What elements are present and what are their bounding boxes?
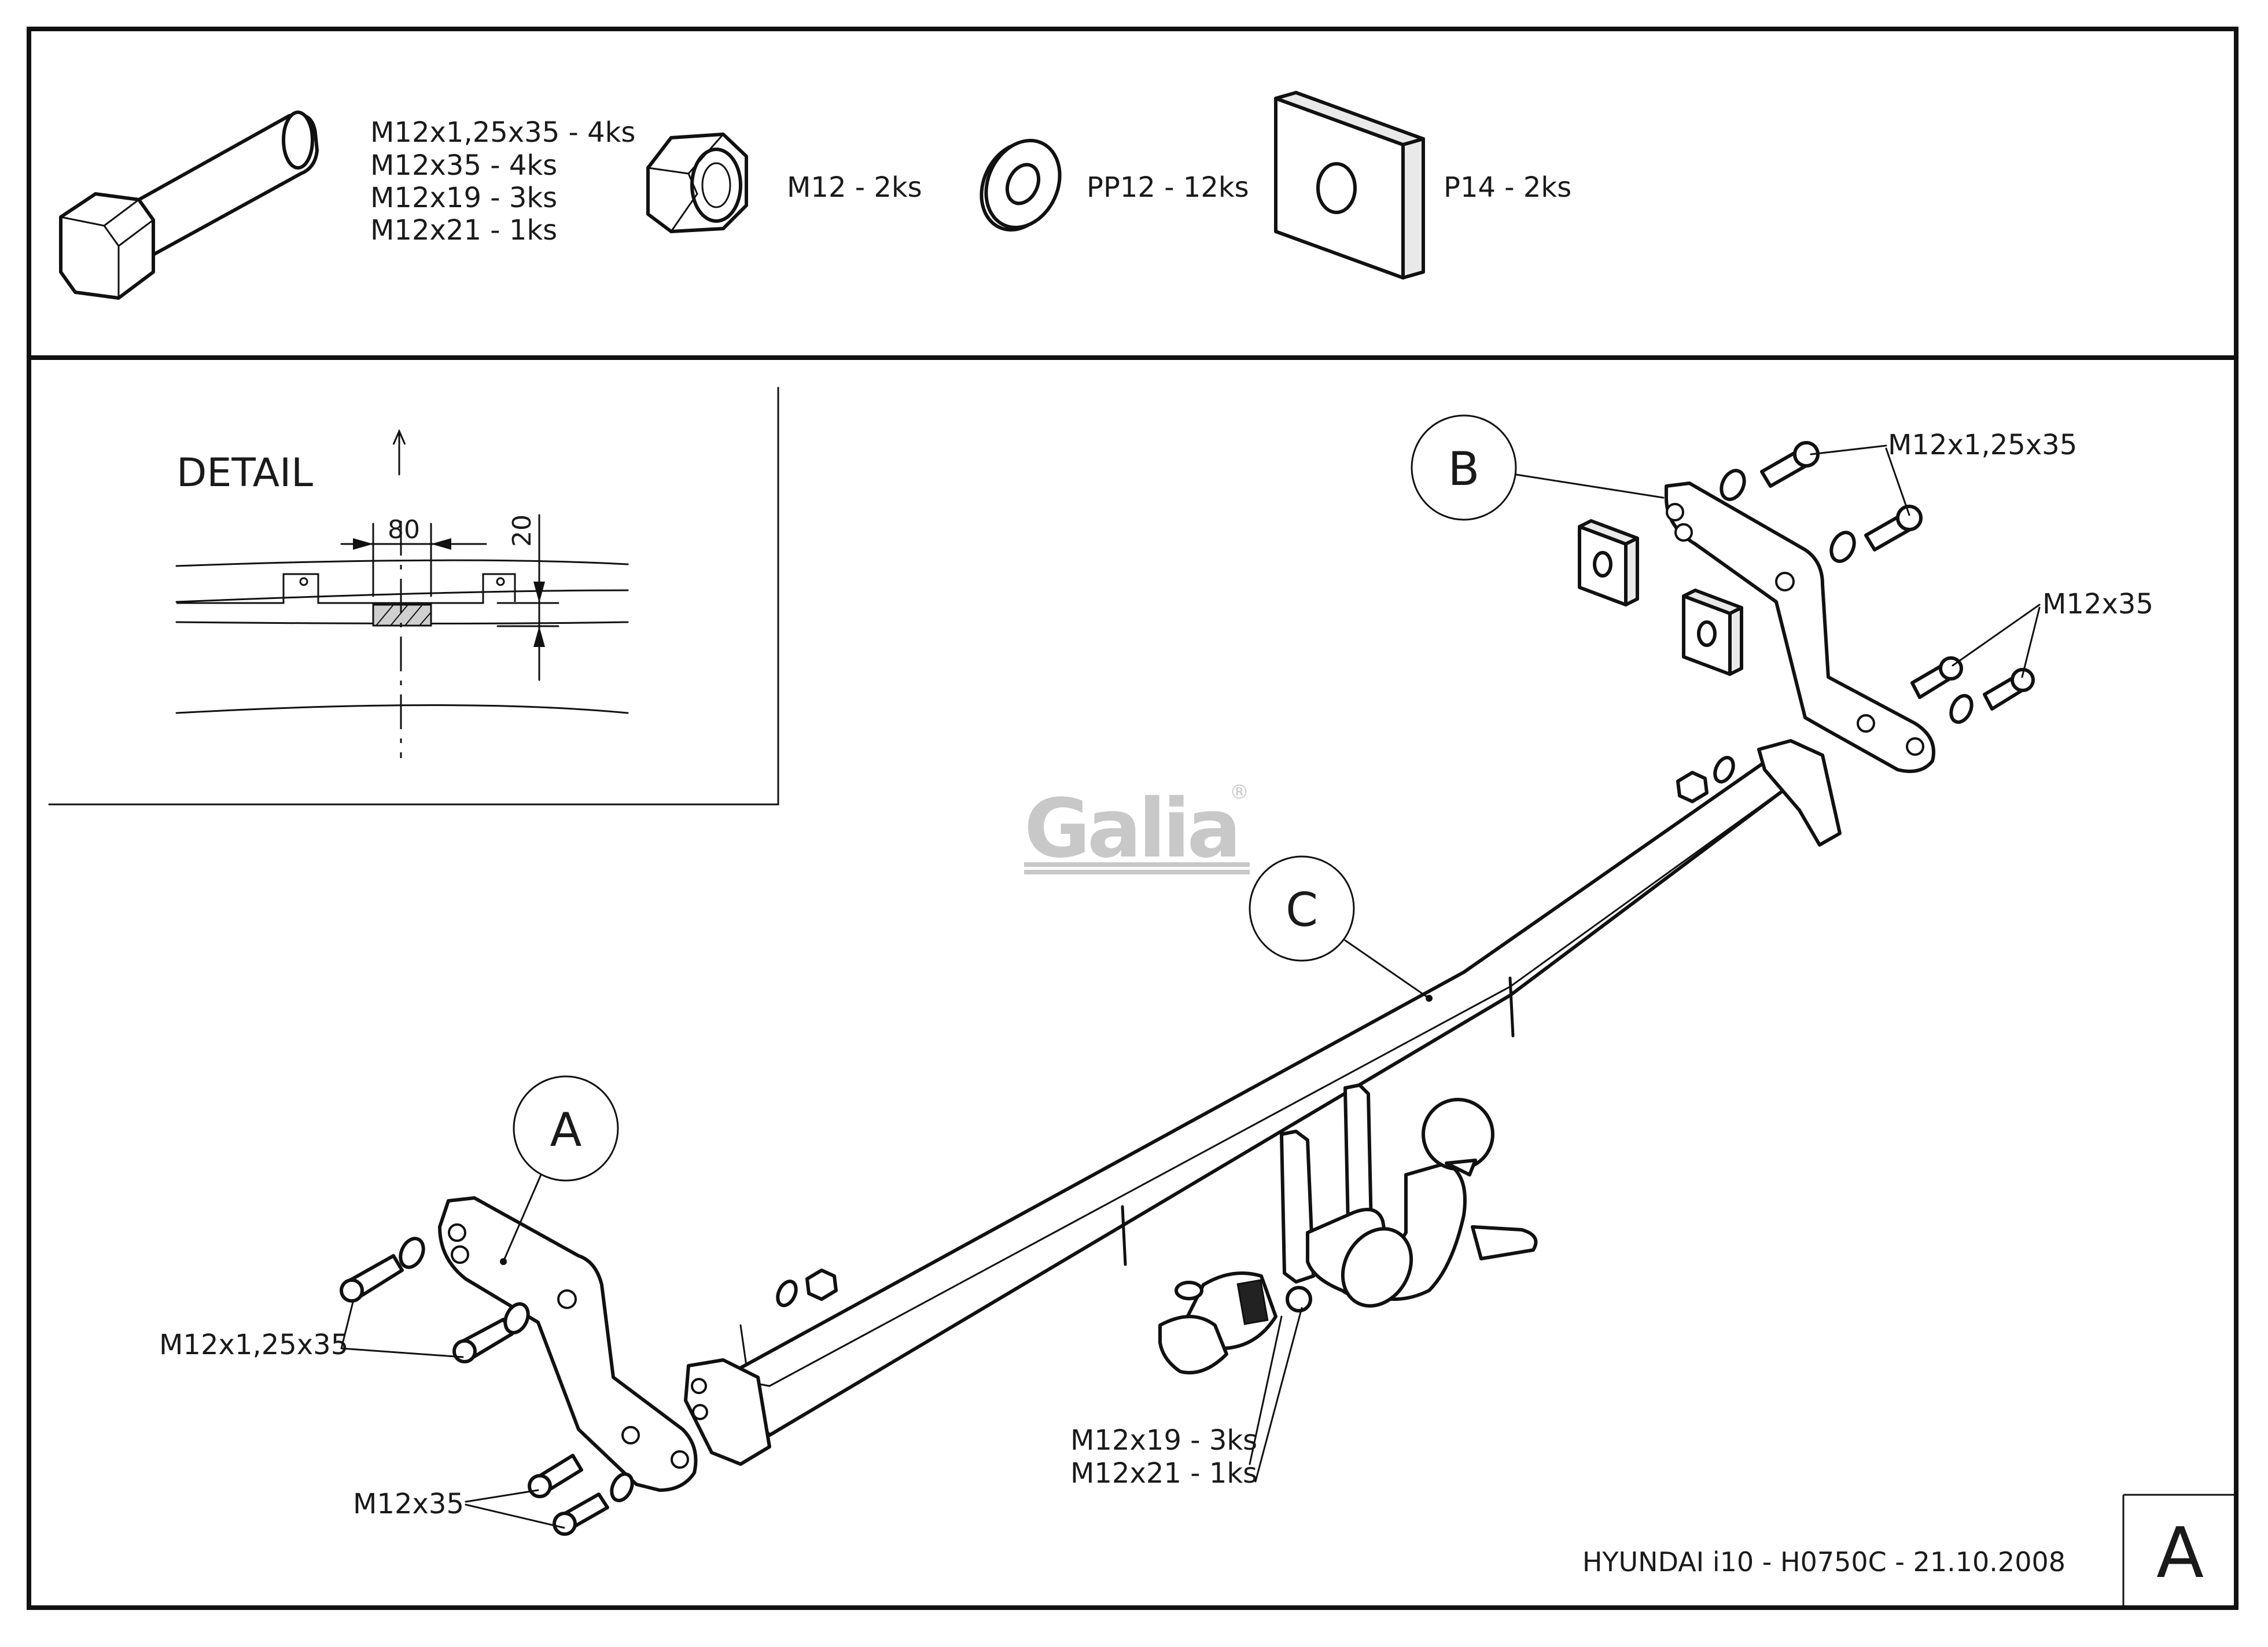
square-plate-icon bbox=[1274, 91, 1425, 280]
hex-nut-icon bbox=[646, 133, 748, 233]
ball-bolts-label-2: M12x21 - 1ks bbox=[1070, 1457, 1257, 1490]
drawing-id: HYUNDAI i10 - H0750C - 21.10.2008 bbox=[1582, 1546, 2066, 1578]
hatched-section bbox=[372, 604, 432, 627]
callout-b: B bbox=[1411, 414, 1665, 521]
detail-height: 20 bbox=[507, 514, 537, 547]
sheet-letter: A bbox=[2156, 1513, 2204, 1594]
bracket-b bbox=[1665, 481, 1935, 773]
tow-ball-assembly bbox=[1158, 1083, 1538, 1374]
callout-b-letter: B bbox=[1448, 442, 1480, 496]
bolt-spec-4: M12x21 - 1ks bbox=[370, 214, 557, 247]
outer-frame bbox=[27, 27, 2238, 1610]
label-left-top: M12x1,25x35 bbox=[159, 1301, 464, 1361]
right-mid-bolts-label: M12x35 bbox=[2042, 588, 2153, 620]
callout-a: A bbox=[500, 1075, 619, 1265]
bolt-spec-2: M12x35 - 4ks bbox=[370, 149, 557, 182]
label-ball-bolts: M12x19 - 3ks M12x21 - 1ks bbox=[1070, 1307, 1303, 1490]
ball-bolts-label-1: M12x19 - 3ks bbox=[1070, 1424, 1257, 1457]
nut-washer-left bbox=[739, 1269, 838, 1367]
plates-b bbox=[1578, 519, 1743, 676]
crossbar bbox=[684, 739, 1842, 1466]
callout-c-letter: C bbox=[1286, 883, 1318, 937]
callout-a-letter: A bbox=[550, 1103, 582, 1157]
bolts-a bbox=[340, 1237, 634, 1536]
left-top-bolts-label: M12x1,25x35 bbox=[159, 1329, 348, 1361]
left-bottom-bolts-label: M12x35 bbox=[353, 1488, 464, 1520]
washer-spec: PP12 - 12ks bbox=[1087, 171, 1249, 204]
detail-width: 80 bbox=[388, 515, 420, 545]
washer-icon bbox=[980, 138, 1062, 232]
galia-logo: Galia ® bbox=[1024, 781, 1250, 876]
label-right-top: M12x1,25x35 bbox=[1810, 429, 2077, 516]
callout-c: C bbox=[1249, 855, 1433, 1002]
detail-view: DETAIL 80 20 bbox=[48, 387, 779, 806]
bolt-spec-1: M12x1,25x35 - 4ks bbox=[370, 116, 635, 149]
bolts-b bbox=[1676, 441, 2035, 803]
logo-registered: ® bbox=[1229, 781, 1249, 804]
bolt-spec-3: M12x19 - 3ks bbox=[370, 182, 557, 214]
plate-spec: P14 - 2ks bbox=[1444, 171, 1571, 204]
nut-spec: M12 - 2ks bbox=[787, 171, 922, 204]
title-block: HYUNDAI i10 - H0750C - 21.10.2008 A bbox=[1582, 1494, 2236, 1608]
right-top-bolts-label: M12x1,25x35 bbox=[1888, 429, 2077, 461]
hex-bolt-icon bbox=[59, 111, 319, 300]
logo-text: Galia bbox=[1024, 782, 1238, 876]
label-left-bottom: M12x35 bbox=[353, 1488, 565, 1529]
label-right-mid: M12x35 bbox=[1952, 588, 2153, 678]
detail-title: DETAIL bbox=[176, 450, 313, 496]
bracket-a bbox=[438, 1196, 698, 1492]
